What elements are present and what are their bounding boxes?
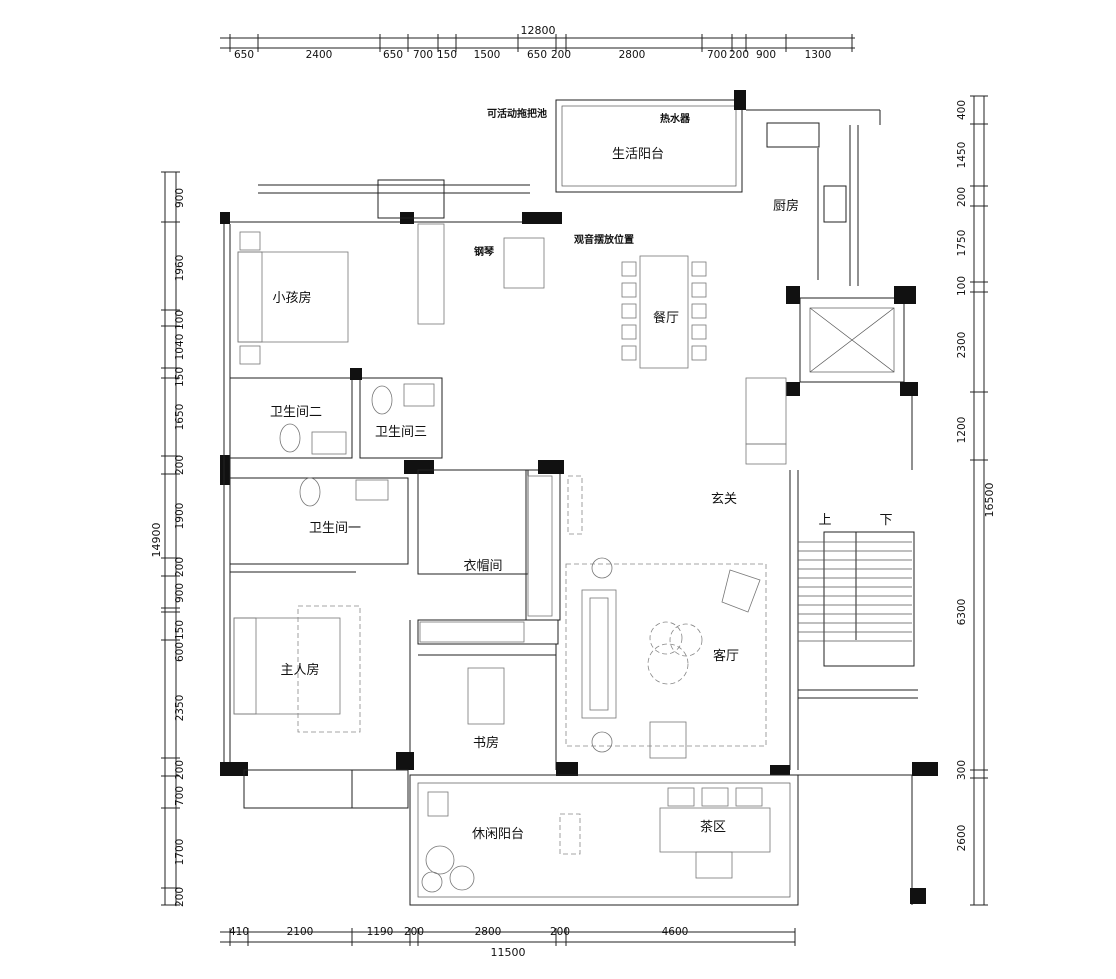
dining-chair-left-3: [621, 324, 637, 340]
label-bath-two: 卫生间二: [270, 405, 322, 420]
label-leisure-balcony: 休闲阳台: [472, 827, 524, 842]
right-dim-8: 6300: [956, 599, 968, 626]
top-dim-8: 200: [551, 49, 571, 61]
dining-chair-right-1: [691, 282, 707, 298]
top-dim-3: 650: [383, 49, 403, 61]
left-segment-labels: 900 1960 100 1040 150 1650 200 1900 200 …: [174, 188, 186, 907]
top-dim-9: 2800: [619, 49, 646, 61]
label-living: 客厅: [713, 648, 739, 664]
bottom-dim-5: 2800: [475, 926, 502, 938]
left-dim-16: 1700: [174, 839, 186, 866]
top-dim-1: 650: [234, 49, 254, 61]
bottom-dim-3: 1190: [367, 926, 394, 938]
label-dining: 餐厅: [653, 310, 679, 326]
dining-chair-right-2: [691, 303, 707, 319]
top-dim-6: 1500: [474, 49, 501, 61]
label-mop-pool: 可活动拖把池: [487, 107, 547, 120]
bottom-dim-2: 2100: [287, 926, 314, 938]
left-dim-10: 900: [174, 583, 186, 603]
top-dim-4: 700: [413, 49, 433, 61]
left-dim-11: 150: [174, 620, 186, 640]
bottom-dim-6: 200: [550, 926, 570, 938]
label-speaker-position: 观音摆放位置: [574, 233, 634, 246]
bottom-dim-7: 4600: [662, 926, 689, 938]
left-dim-2: 1960: [174, 255, 186, 282]
bottom-total-dimension: 11500: [491, 946, 526, 959]
bottom-segment-labels: 410 2100 1190 200 2800 200 4600: [229, 926, 688, 938]
top-dim-7: 650: [527, 49, 547, 61]
top-total-dimension: 12800: [521, 24, 556, 37]
left-dim-15: 700: [174, 786, 186, 806]
top-segment-labels: 650 2400 650 700 150 1500 650 200 2800 7…: [234, 49, 831, 61]
label-piano: 钢琴: [474, 245, 494, 258]
label-bath-one: 卫生间一: [309, 521, 361, 536]
right-segment-labels: 400 1450 200 1750 100 2300 1200 6300 300…: [956, 100, 968, 851]
dining-chair-right-0: [691, 261, 707, 277]
left-dim-1: 900: [174, 188, 186, 208]
right-dimension-lines: [970, 95, 988, 906]
left-dim-12: 600: [174, 642, 186, 662]
label-study: 书房: [473, 735, 499, 751]
left-dim-5: 150: [174, 367, 186, 387]
right-dim-5: 100: [956, 276, 968, 296]
label-tea-area: 茶区: [700, 819, 726, 835]
dining-chair-right-3: [691, 324, 707, 340]
top-dim-10: 700: [707, 49, 727, 61]
dining-chair-left-0: [621, 261, 637, 277]
top-dim-2: 2400: [306, 49, 333, 61]
bottom-dim-1: 410: [229, 926, 249, 938]
right-dim-7: 1200: [956, 417, 968, 444]
right-total-dimension: 16500: [983, 483, 996, 518]
left-dimension-lines: [161, 171, 180, 906]
label-kitchen: 厨房: [773, 198, 799, 214]
bottom-dim-4: 200: [404, 926, 424, 938]
top-dim-13: 1300: [805, 49, 832, 61]
dining-chair-left-2: [621, 303, 637, 319]
left-dim-9: 200: [174, 557, 186, 577]
right-dim-1: 400: [956, 100, 968, 120]
furniture: [233, 223, 787, 893]
label-master-room: 主人房: [280, 662, 319, 678]
left-dim-8: 1900: [174, 503, 186, 530]
dining-chair-left-4: [621, 345, 637, 361]
right-dim-9: 300: [956, 760, 968, 780]
right-dim-4: 1750: [956, 230, 968, 257]
left-dim-6: 1650: [174, 404, 186, 431]
label-stairs-up: 上: [818, 513, 831, 528]
left-dim-13: 2350: [174, 695, 186, 722]
left-total-dimension: 14900: [150, 523, 163, 558]
dining-chair-right-4: [691, 345, 707, 361]
top-dim-11: 200: [729, 49, 749, 61]
label-life-balcony: 生活阳台: [612, 147, 664, 162]
label-cloakroom: 衣帽间: [463, 558, 502, 574]
top-dim-12: 900: [756, 49, 776, 61]
label-bath-three: 卫生间三: [375, 425, 427, 440]
label-stairs-down: 下: [879, 513, 892, 528]
label-water-heater: 热水器: [660, 112, 691, 125]
dining-chair-left-1: [621, 282, 637, 298]
right-dim-6: 2300: [956, 332, 968, 359]
right-dim-3: 200: [956, 187, 968, 207]
walls: [220, 90, 938, 906]
right-dim-10: 2600: [956, 825, 968, 852]
left-dim-14: 200: [174, 760, 186, 780]
room-labels: 生活阳台 厨房 小孩房 钢琴 观音摆放位置 餐厅 卫生间二 卫生间三 卫生间一 …: [270, 107, 893, 842]
left-dim-4: 1040: [174, 334, 186, 361]
top-dimension-lines: [220, 34, 855, 52]
left-dim-17: 200: [174, 887, 186, 907]
left-dim-7: 200: [174, 455, 186, 475]
label-child-room: 小孩房: [272, 290, 311, 306]
left-dim-3: 100: [174, 310, 186, 330]
right-dim-2: 1450: [956, 142, 968, 169]
top-dim-5: 150: [437, 49, 457, 61]
bottom-dimension-lines: [220, 928, 796, 946]
label-foyer: 玄关: [711, 492, 737, 507]
